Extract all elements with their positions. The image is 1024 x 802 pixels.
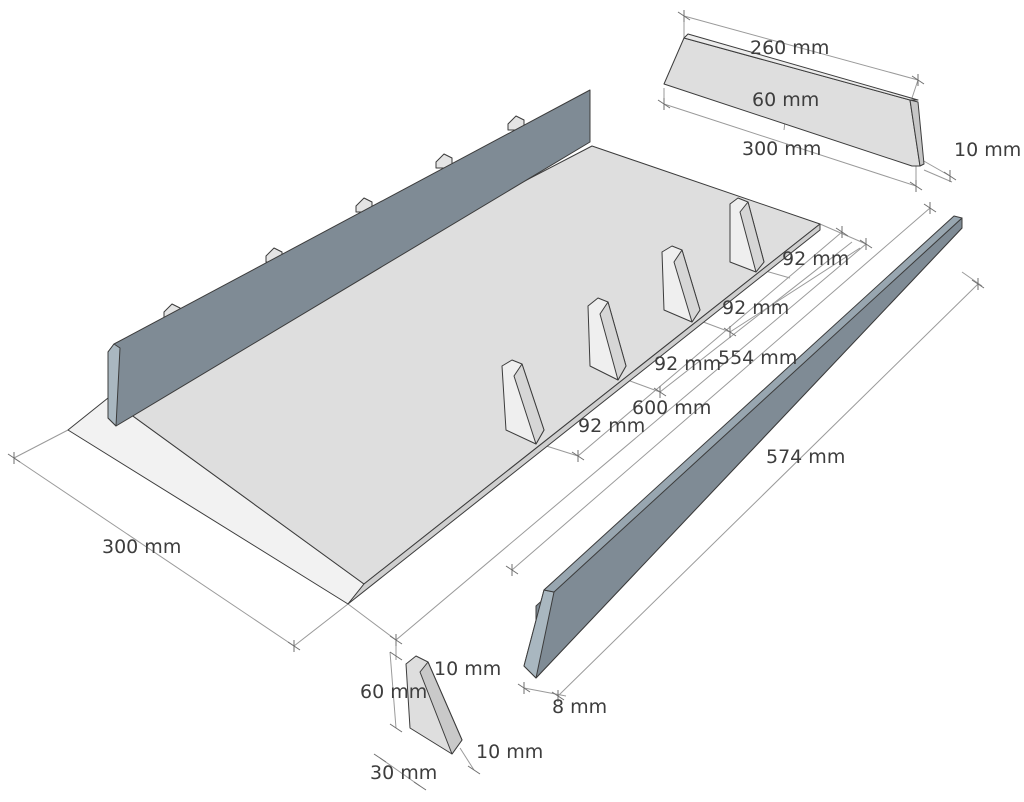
bracket-1 bbox=[501, 359, 545, 445]
side-rail bbox=[523, 215, 963, 679]
bracket-4 bbox=[729, 197, 765, 273]
label-front-height: 60 mm bbox=[752, 89, 819, 111]
bracket-3 bbox=[661, 245, 701, 323]
label-bracket-height: 60 mm bbox=[360, 681, 427, 703]
label-front-top-length: 260 mm bbox=[750, 37, 829, 59]
label-front-bottom-length: 300 mm bbox=[742, 138, 821, 160]
label-spacing-3: 92 mm bbox=[722, 297, 789, 319]
label-spacing-2: 92 mm bbox=[654, 353, 721, 375]
label-base-length: 600 mm bbox=[632, 397, 711, 419]
bracket-2 bbox=[587, 297, 627, 381]
label-inner-length: 554 mm bbox=[718, 347, 797, 369]
dimension-ticks bbox=[7, 10, 985, 791]
label-bracket-top: 10 mm bbox=[434, 658, 501, 680]
loose-bracket bbox=[405, 655, 463, 755]
back-wall bbox=[107, 89, 591, 427]
label-bracket-thickness: 10 mm bbox=[476, 741, 543, 763]
front-panel bbox=[663, 33, 925, 167]
base-board bbox=[67, 145, 821, 605]
label-spacing-4: 92 mm bbox=[782, 248, 849, 270]
label-rail-length: 574 mm bbox=[766, 446, 845, 468]
dimension-labels: 300 mm 600 mm 554 mm 92 mm 92 mm 92 mm 9… bbox=[102, 37, 1021, 784]
base-brackets bbox=[501, 197, 765, 445]
label-base-width: 300 mm bbox=[102, 536, 181, 558]
label-rail-thickness: 8 mm bbox=[552, 696, 607, 718]
label-spacing-1: 92 mm bbox=[578, 415, 645, 437]
label-front-thickness: 10 mm bbox=[954, 139, 1021, 161]
label-bracket-base: 30 mm bbox=[370, 762, 437, 784]
